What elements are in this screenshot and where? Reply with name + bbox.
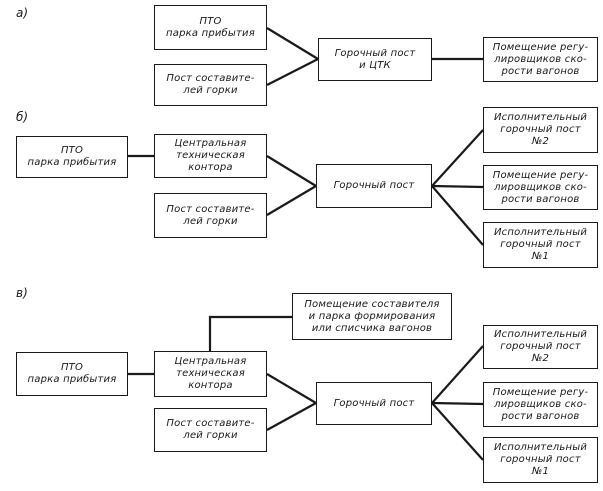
- box-b-isp1: Исполнительный горочный пост №1: [483, 222, 598, 268]
- connector-c-gorochny-isp2: [431, 345, 484, 404]
- box-a-post: Пост составите- лей горки: [154, 64, 267, 106]
- box-a-pto: ПТО парка прибытия: [154, 5, 267, 50]
- box-text: лей горки: [183, 430, 238, 441]
- box-text: контора: [188, 380, 233, 391]
- box-text: №1: [531, 466, 550, 477]
- connector-c-ctk-sostav: [208, 315, 292, 351]
- box-c-gorochny: Горочный пост: [316, 382, 432, 425]
- box-text: или списчика вагонов: [311, 322, 433, 334]
- box-text: Исполнительный: [493, 329, 588, 340]
- box-text: парка прибытия: [166, 27, 255, 39]
- box-text: лей горки: [183, 85, 238, 96]
- box-text: лировщиков ско-: [494, 398, 587, 410]
- box-text: Помещение регу-: [492, 41, 589, 53]
- connector-b-gorochny-isp2: [431, 129, 484, 187]
- box-b-regul: Помещение регу- лировщиков ско- рости ва…: [483, 165, 598, 210]
- box-text: горочный пост: [500, 454, 581, 465]
- connector-c-gorochny-regul: [431, 401, 484, 406]
- box-text: лировщиков ско-: [494, 181, 587, 193]
- connector-c-ctk-gorochny: [266, 373, 317, 404]
- box-c-pto: ПТО парка прибытия: [16, 352, 128, 396]
- box-text: Помещение регу-: [492, 169, 589, 181]
- box-b-gorochny: Горочный пост: [316, 164, 432, 208]
- box-text: техническая: [176, 150, 245, 161]
- box-text: Исполнительный: [493, 442, 588, 453]
- connector-b-post-gorochny: [266, 185, 317, 216]
- box-text: Помещение регу-: [492, 386, 589, 398]
- box-text: ПТО: [60, 145, 84, 156]
- box-c-isp2: Исполнительный горочный пост №2: [483, 325, 598, 369]
- section-label-a: а): [16, 6, 29, 20]
- box-c-sostav: Помещение составителя и парка формирован…: [292, 293, 452, 340]
- connector-b-gorochny-isp1: [431, 185, 484, 246]
- section-label-b: б): [16, 110, 29, 124]
- box-c-regul: Помещение регу- лировщиков ско- рости ва…: [483, 382, 598, 427]
- box-text: Горочный пост: [334, 47, 416, 59]
- box-text: Пост составите-: [166, 203, 255, 215]
- box-b-post: Пост составите- лей горки: [154, 193, 267, 238]
- box-b-isp2: Исполнительный горочный пост №2: [483, 107, 598, 153]
- connector-b-gorochny-regul: [431, 184, 484, 189]
- box-text: лей горки: [183, 215, 238, 227]
- box-text: техническая: [176, 368, 245, 379]
- box-text: горочный пост: [500, 239, 581, 250]
- box-text: №1: [531, 251, 550, 262]
- box-text: ПТО: [60, 362, 84, 373]
- box-text: парка прибытия: [27, 157, 117, 168]
- box-text: ПТО: [199, 15, 222, 27]
- box-b-ctk: Центральная техническая контора: [154, 134, 267, 178]
- box-text: лировщиков ско-: [494, 53, 587, 65]
- connector-b-ctk-gorochny: [266, 155, 317, 187]
- box-text: Горочный пост: [333, 397, 415, 409]
- box-text: горочный пост: [500, 341, 581, 352]
- box-text: парка прибытия: [27, 374, 117, 385]
- box-text: Центральная: [174, 138, 247, 149]
- box-text: рости вагонов: [501, 193, 580, 205]
- box-c-post: Пост составите- лей горки: [154, 408, 267, 452]
- box-a-regul: Помещение регу- лировщиков ско- рости ва…: [483, 37, 598, 82]
- box-text: Пост составите-: [166, 418, 255, 429]
- box-b-pto: ПТО парка прибытия: [16, 136, 128, 178]
- box-text: Помещение составителя: [304, 298, 440, 310]
- connector-c-gorochny-isp1: [431, 402, 484, 461]
- box-text: контора: [188, 162, 233, 173]
- connector-a-post-gorochny: [266, 58, 319, 86]
- box-text: и парка формирования: [308, 310, 436, 322]
- connector-a-pto-gorochny: [266, 27, 319, 60]
- box-text: №2: [531, 353, 550, 364]
- box-text: Горочный пост: [333, 180, 415, 191]
- box-c-isp1: Исполнительный горочный пост №1: [483, 437, 598, 483]
- box-text: и ЦТК: [359, 59, 391, 71]
- box-a-gorochny: Горочный пост и ЦТК: [318, 38, 432, 81]
- box-text: Пост составите-: [166, 73, 255, 84]
- box-text: рости вагонов: [501, 65, 580, 77]
- box-text: №2: [531, 136, 550, 147]
- connector-c-post-gorochny: [266, 402, 317, 431]
- box-text: рости вагонов: [501, 410, 580, 422]
- box-text: горочный пост: [500, 124, 581, 135]
- box-text: Центральная: [174, 356, 247, 367]
- box-text: Исполнительный: [493, 112, 588, 123]
- section-label-c: в): [16, 286, 28, 300]
- box-text: Исполнительный: [493, 227, 588, 238]
- box-c-ctk: Центральная техническая контора: [154, 351, 267, 397]
